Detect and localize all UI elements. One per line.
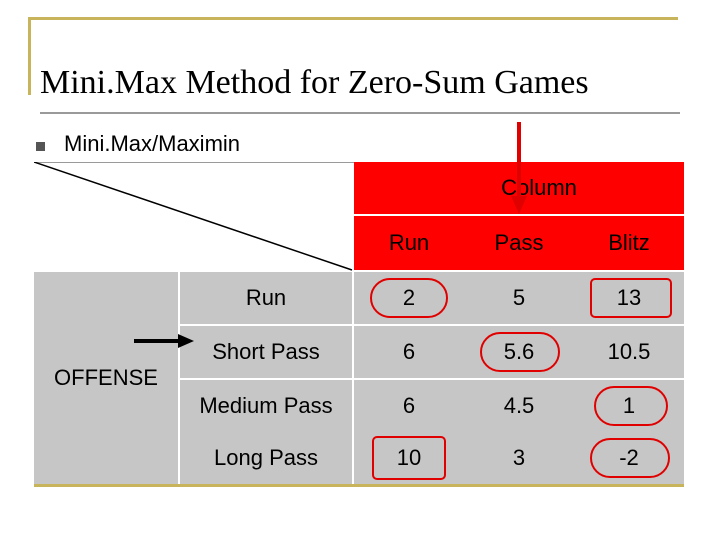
bottom-rule [34,484,684,487]
cell-long-pass-pass: 3 [464,432,574,484]
highlight-run-blitz [590,278,672,318]
column-label-run: Run [354,216,464,270]
cell-medium-pass-run: 6 [354,380,464,432]
corner-diagonal [34,162,684,272]
cell-medium-pass-pass: 4.5 [464,380,574,432]
column-label-pass: Pass [464,216,574,270]
row-label-long-pass: Long Pass [180,432,352,484]
frame-top-rule [28,17,678,20]
highlight-long-pass-run [372,436,446,480]
down-arrow-icon [511,122,527,214]
title-rule [40,112,680,114]
row-label-medium-pass: Medium Pass [180,380,352,432]
highlight-long-pass-blitz [590,438,670,478]
payoff-table: Column Run Pass Blitz OFFENSE Run Short … [34,162,684,484]
row-label-short-pass: Short Pass [180,326,352,378]
highlight-run-run [370,278,448,318]
frame-left-rule [28,17,31,95]
bullet-square-icon [36,142,45,151]
cell-short-pass-blitz: 10.5 [574,326,684,378]
bullet-text: Mini.Max/Maximin [64,131,241,156]
cell-run-pass: 5 [464,272,574,324]
right-arrow-icon [134,334,194,348]
column-label-blitz: Blitz [574,216,684,270]
cell-short-pass-run: 6 [354,326,464,378]
highlight-short-pass-pass [480,332,560,372]
highlight-medium-pass-blitz [594,386,668,426]
row-header: OFFENSE [34,272,178,484]
slide-title: Mini.Max Method for Zero-Sum Games [40,64,589,101]
row-label-run: Run [180,272,352,324]
